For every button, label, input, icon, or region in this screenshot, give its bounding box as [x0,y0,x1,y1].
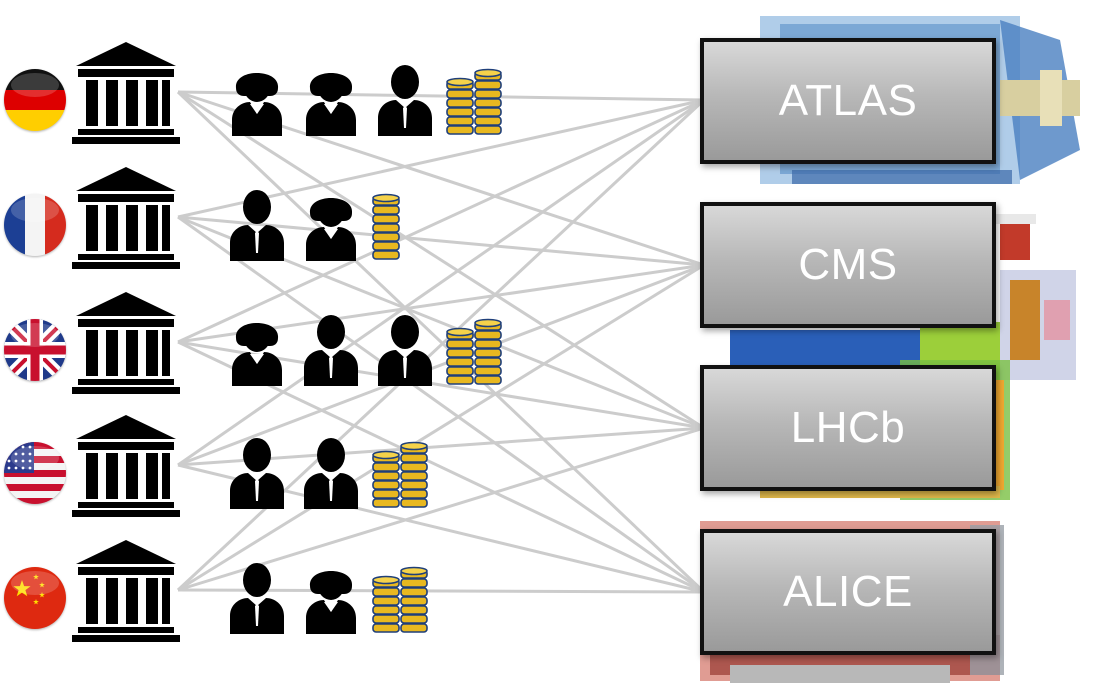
institution-icon [72,413,180,517]
female-researcher-icon [228,312,286,386]
connection-line [177,98,705,344]
coin-stack-icon [370,185,402,264]
institution-icon [72,40,180,144]
connection-line [177,215,705,267]
connection-line [177,263,705,592]
experiment-label: ATLAS [778,76,918,125]
connection-line [177,215,705,594]
institution-icon [72,165,180,269]
female-researcher-icon [302,560,360,634]
coin-stack-icon [370,433,432,512]
coin-stack-icon [444,60,506,139]
china-flag [4,567,66,629]
connection-line [177,426,705,592]
experiment-box-cms: CMS [700,202,996,328]
male-researcher-icon [376,312,434,386]
uk-flag [4,319,66,381]
female-researcher-icon [302,187,360,261]
connection-line [177,90,705,430]
institution-icon [72,290,180,394]
experiment-box-atlas: ATLAS [700,38,996,164]
experiment-label: LHCb [790,403,906,452]
connection-line [176,90,706,594]
coin-stack-icon [370,558,432,637]
institution-icon [72,538,180,642]
male-researcher-icon [302,435,360,509]
connection-line [177,263,705,467]
female-researcher-icon [228,62,286,136]
experiment-label: ALICE [783,567,913,616]
experiment-box-alice: ALICE [700,529,996,655]
france-flag [4,194,66,256]
male-researcher-icon [376,62,434,136]
male-researcher-icon [302,312,360,386]
female-researcher-icon [302,62,360,136]
experiment-box-lhcb: LHCb [700,365,996,491]
coin-stack-icon [444,310,506,389]
connection-line [177,98,705,467]
male-researcher-icon [228,560,286,634]
usa-flag [4,442,66,504]
male-researcher-icon [228,187,286,261]
germany-flag [4,69,66,131]
experiment-label: CMS [798,240,898,289]
male-researcher-icon [228,435,286,509]
